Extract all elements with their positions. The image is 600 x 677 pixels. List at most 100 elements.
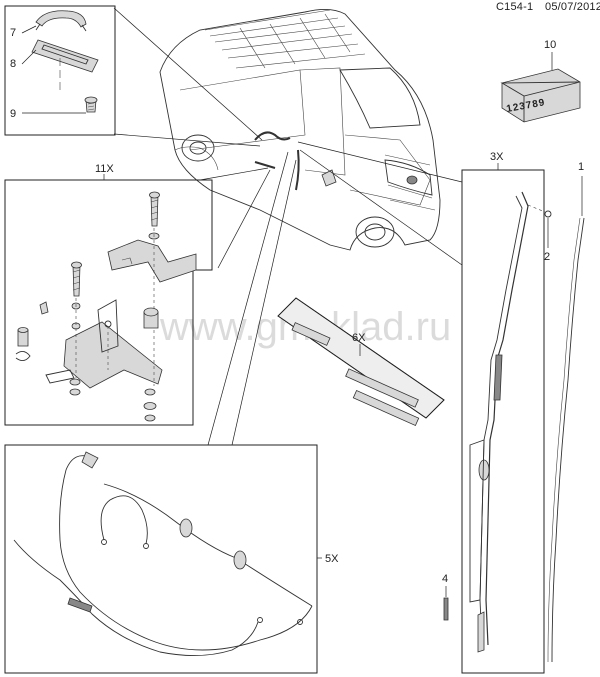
cable-grommet: [103, 483, 313, 607]
van-front-door: [344, 134, 431, 206]
callout-6: 6X: [352, 332, 366, 344]
grab-handle-feet: [35, 23, 87, 32]
diagram-code: C154-1: [496, 1, 534, 13]
van-bracket-highlight: [254, 161, 276, 169]
van-body: [159, 9, 441, 251]
bolt-top: [150, 194, 159, 227]
bracket-kit-frame: [4, 179, 213, 426]
link-slide-rail-lower: [299, 149, 463, 266]
decal-strip-1: [291, 322, 331, 346]
callout-9: 9: [10, 108, 16, 120]
van-mirror: [321, 169, 337, 187]
link-bracket-kit-lower: [217, 169, 271, 269]
roof-rack-rails: [204, 9, 366, 69]
upper-bracket: [107, 239, 197, 283]
callout-4: 4: [442, 573, 448, 585]
van-rear-wheel-arch: [174, 146, 219, 171]
cable-loop: [100, 495, 148, 545]
callout-7: 7: [10, 27, 16, 39]
rail-roller: [478, 459, 490, 481]
nut-left-1: [69, 378, 81, 386]
van-grille-lines: [384, 154, 436, 211]
decal-kit: 6X: [277, 297, 445, 427]
screw-thread: [87, 102, 95, 111]
label-block-shape: [501, 68, 581, 123]
grab-handle-part: [35, 10, 87, 28]
rail-bolt-dash: [527, 204, 546, 213]
leader-8: [21, 49, 37, 65]
handle-kit-box: 7 8 9: [4, 5, 116, 136]
link-cable-kit-right: [231, 159, 297, 446]
clip-pin: [39, 301, 49, 315]
nut-right-1: [144, 388, 156, 396]
van-badge: [406, 175, 418, 185]
bolt-top-thread: [150, 199, 159, 221]
leader-7: [21, 25, 37, 34]
bolt-left-thread: [72, 269, 81, 291]
weatherstrip-seal: [551, 217, 585, 663]
van-windscreen: [339, 67, 421, 129]
lower-bracket-upright: [97, 299, 119, 353]
cable-lower: [13, 539, 259, 657]
van-illustration: [159, 9, 441, 251]
bolt-top-head: [149, 191, 160, 199]
cable-lower-end: [257, 617, 263, 623]
link-bracket-kit: [199, 167, 269, 181]
label-item-10: 123789 10: [500, 39, 581, 123]
cable-lower-clip: [67, 597, 93, 613]
nut-right-2: [143, 402, 157, 410]
bracket-kit-box: 11X: [4, 163, 213, 426]
slide-rail-frame: [461, 169, 545, 674]
bolt-left-head: [71, 261, 82, 269]
cable-kit-box: 5X: [4, 444, 339, 674]
van-rear-wheel: [181, 134, 215, 162]
weatherstrip-seal-inner: [547, 217, 581, 663]
grommet-2: [233, 550, 247, 570]
upper-bracket-hole: [121, 257, 133, 265]
callout-5: 5X: [325, 553, 339, 565]
link-slide-rail: [297, 141, 463, 183]
lower-bracket: [63, 321, 163, 389]
rail-end-stop: [477, 611, 485, 653]
grommet-1: [179, 518, 193, 538]
cable-long: [59, 455, 313, 651]
cable-loop-end-2: [143, 543, 149, 549]
bushing-top: [17, 327, 29, 333]
callout-11: 11X: [95, 163, 114, 175]
screw-head: [84, 96, 98, 104]
van-rear-panel: [179, 69, 306, 151]
link-cable-kit: [207, 151, 289, 446]
decal-strip-3: [352, 389, 420, 427]
callout-10: 10: [544, 39, 556, 51]
rail-lower-section: [469, 439, 485, 603]
trim-plate-slot: [41, 44, 89, 65]
cable-loop-end-1: [101, 539, 107, 545]
link-handle-kit-lower: [113, 133, 261, 147]
van-wiring-highlight: [254, 131, 291, 141]
callout-8: 8: [10, 58, 16, 70]
rail-bolt: [544, 210, 552, 218]
plug-part: [443, 597, 449, 621]
van-grille: [384, 159, 433, 196]
diagram-date: 05/07/2012: [545, 1, 600, 13]
cable-kit-frame: [4, 444, 318, 674]
trim-plate-part: [31, 39, 99, 73]
roof-rack-crossbars: [239, 13, 351, 69]
label-block-top: [500, 81, 581, 97]
nut-right-3: [144, 414, 156, 422]
link-handle-kit: [113, 7, 263, 141]
slide-rail-box: 3X: [461, 151, 552, 674]
callout-2: 2: [544, 251, 550, 263]
van-side-door: [299, 67, 346, 176]
spring-clip: [15, 351, 31, 361]
callout-1: 1: [578, 161, 584, 173]
handle-kit-frame: [4, 5, 116, 136]
pin-rod: [45, 369, 75, 384]
nut-left-2: [69, 388, 81, 396]
bolt-left: [72, 264, 81, 297]
van-front-wheel: [355, 216, 395, 248]
van-front-hub: [364, 223, 386, 241]
cable-long-end: [81, 451, 99, 469]
van-guide-highlight: [295, 149, 300, 191]
